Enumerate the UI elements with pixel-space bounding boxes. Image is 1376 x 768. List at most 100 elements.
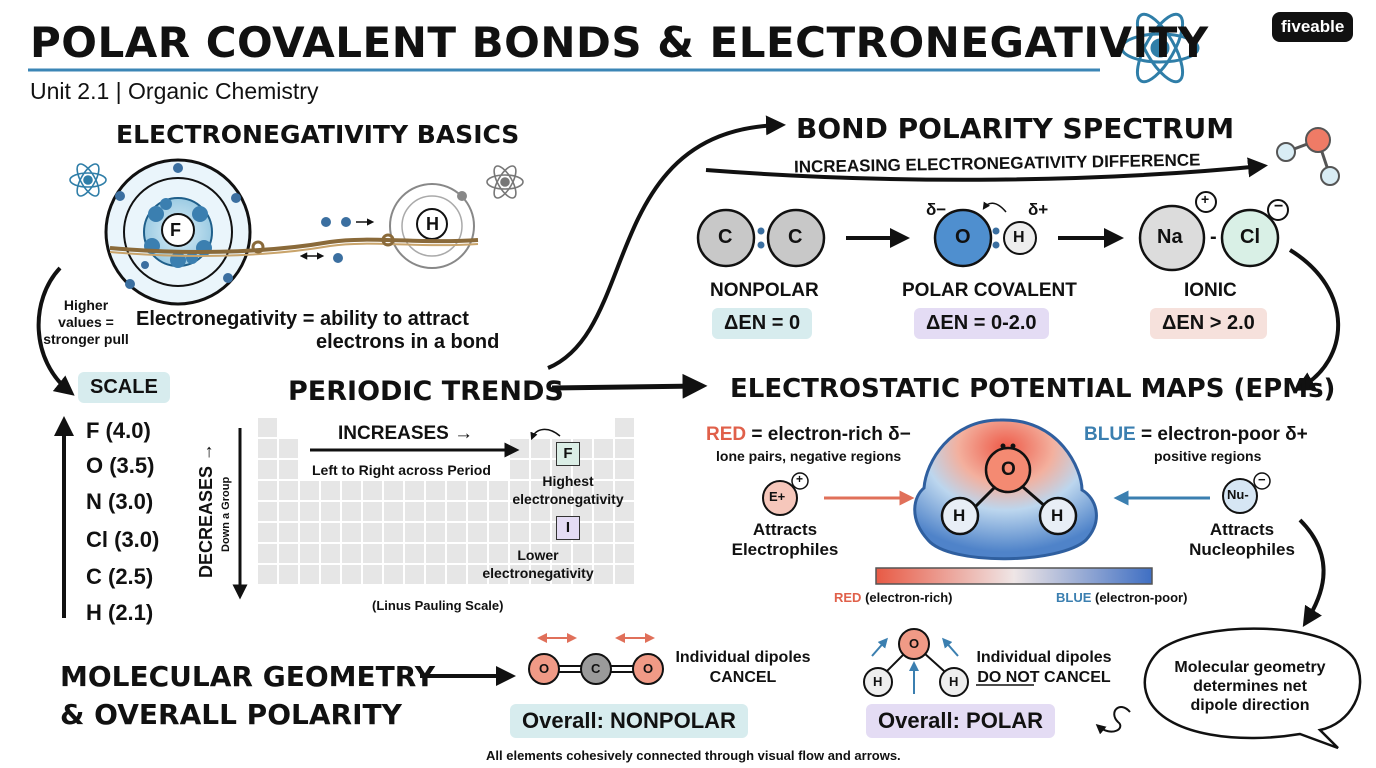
periodic-cell [426, 523, 445, 542]
page-subtitle: Unit 2.1 | Organic Chemistry [30, 78, 319, 104]
h2o-atom: O [909, 636, 920, 651]
periodic-cell [615, 544, 634, 563]
scale-item: C (2.5) [86, 564, 154, 589]
legend-blue-rest: (electron-poor) [1091, 590, 1188, 605]
spectrum-title: BOND POLARITY SPECTRUM [796, 112, 1235, 145]
bubble-line: Molecular geometry [1174, 659, 1326, 676]
brand-logo: fiveable [1272, 12, 1354, 42]
periodic-cell [594, 544, 613, 563]
epm-title: ELECTROSTATIC POTENTIAL MAPS (EPMs) [730, 374, 1336, 404]
periodic-cell [258, 418, 277, 437]
periodic-cell [468, 502, 487, 521]
epm-red-sub: lone pairs, negative regions [716, 448, 902, 464]
periodic-cell [384, 481, 403, 500]
h2o-note-emphasis: DO NOT [977, 669, 1040, 686]
atom-small-left-icon [69, 163, 107, 197]
periodic-cell [447, 565, 466, 584]
atom-logo-icon [1120, 12, 1200, 84]
side-note-line: values = [58, 314, 114, 330]
periodic-cell [531, 565, 550, 584]
geometry-title-1: MOLECULAR GEOMETRY [60, 660, 436, 693]
periodic-cell [384, 523, 403, 542]
epm-atom-h: H [1051, 506, 1064, 525]
definition-line-2: electrons in a bond [316, 331, 500, 353]
periodic-cell [342, 565, 361, 584]
legend-red: RED (electron-rich) [834, 590, 952, 605]
h2o-note-line: Individual dipoles [976, 649, 1112, 666]
periodic-cell [510, 523, 529, 542]
periodic-cell [279, 544, 298, 563]
periodic-cell [384, 502, 403, 521]
periodic-cell [489, 502, 508, 521]
electrophile-symbol: E+ [769, 489, 786, 504]
periodic-cell [258, 481, 277, 500]
periodic-cell [510, 544, 529, 563]
periodic-cell [615, 502, 634, 521]
rope [109, 237, 479, 254]
periodic-cell [531, 481, 550, 500]
periodic-cell [300, 565, 319, 584]
red-word: RED [706, 424, 747, 445]
atom-label: Na [1157, 226, 1183, 248]
periodic-cell [405, 481, 424, 500]
scale-item: Cl (3.0) [86, 527, 160, 552]
lower-label: Lower electronegativity [476, 546, 600, 582]
periodic-cell [594, 565, 613, 584]
hydrogen-atom [389, 183, 475, 269]
periodic-table-grid [258, 418, 634, 584]
periodic-cell [258, 544, 277, 563]
periodic-cell [321, 544, 340, 563]
periodic-cell [468, 481, 487, 500]
periodic-cell [300, 544, 319, 563]
scale-badge: SCALE [78, 372, 170, 403]
nucleophile-charge: − [1258, 472, 1266, 487]
pauling-note: (Linus Pauling Scale) [372, 598, 504, 613]
co2-atom: O [643, 661, 654, 676]
periodic-cell [321, 523, 340, 542]
periodic-cell [258, 460, 277, 479]
nonpolar-label: NONPOLAR [710, 280, 819, 301]
epm-legend-bar [875, 567, 1153, 585]
periodic-cell [363, 523, 382, 542]
periodic-cell [384, 544, 403, 563]
periodic-cell [615, 523, 634, 542]
epm-map [913, 418, 1098, 561]
periodic-cell [510, 565, 529, 584]
nucleophile-label: Attracts Nucleophiles [1184, 520, 1300, 560]
periodic-cell [258, 439, 277, 458]
co2-note: Individual dipoles CANCEL [668, 648, 818, 688]
arrow-trends-to-epm [551, 373, 708, 399]
electrophile-line: Electrophiles [731, 540, 839, 559]
h2o-note-rest: CANCEL [1039, 669, 1111, 686]
side-note-line: stronger pull [43, 331, 129, 347]
polar-en: ΔEN = 0-2.0 [914, 308, 1049, 339]
h2o-molecule [863, 628, 969, 697]
side-note-line: Higher [63, 297, 109, 313]
periodic-cell [279, 502, 298, 521]
periodic-cell [279, 481, 298, 500]
atom-label: O [955, 226, 971, 248]
periodic-cell [321, 565, 340, 584]
legend-blue: BLUE (electron-poor) [1056, 590, 1187, 605]
nucleophile-line: Attracts [1209, 520, 1275, 539]
polar-molecule [933, 201, 1037, 268]
water-molecule-icon [1276, 127, 1340, 186]
periodic-cell [384, 565, 403, 584]
lower-line: electronegativity [482, 565, 594, 581]
increases-label: INCREASES → [338, 423, 474, 444]
legend-red-word: RED [834, 590, 862, 605]
element-i-box: I [556, 516, 580, 540]
periodic-cell [279, 439, 298, 458]
periodic-cell [615, 565, 634, 584]
periodic-cell [573, 544, 592, 563]
geometry-title-2: & OVERALL POLARITY [60, 698, 402, 731]
periodic-cell [426, 544, 445, 563]
periodic-cell [510, 502, 529, 521]
atom-label: C [718, 226, 733, 248]
electrophile-charge: + [796, 472, 804, 486]
delta-minus: δ− [926, 200, 947, 219]
spectrum-arrow [705, 157, 1268, 182]
periodic-cell [447, 544, 466, 563]
